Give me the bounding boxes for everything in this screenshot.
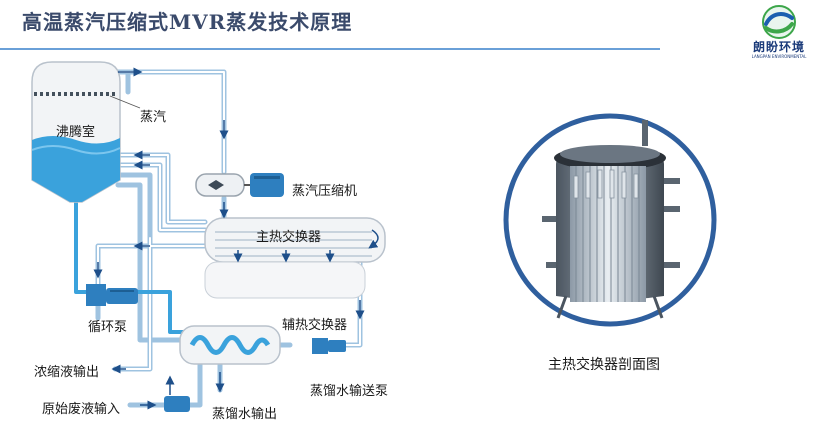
label-main-exchanger: 主热交换器 xyxy=(256,230,322,245)
label-aux-exchanger: 辅热交换器 xyxy=(282,318,348,333)
distilled-water-pump xyxy=(312,338,346,354)
label-distilled-pump: 蒸馏水输送泵 xyxy=(310,384,389,399)
compressor-unit xyxy=(195,173,284,197)
page-title: 高温蒸汽压缩式MVR蒸发技术原理 xyxy=(22,10,353,34)
logo-name: 朗盼环境 xyxy=(752,40,805,54)
feed-pump xyxy=(164,396,190,412)
evaporator-vessel xyxy=(31,61,121,203)
aux-heat-exchanger xyxy=(179,325,281,365)
label-steam: 蒸汽 xyxy=(140,110,167,125)
company-logo-icon xyxy=(762,5,796,39)
label-cross-section: 主热交换器剖面图 xyxy=(548,357,660,373)
label-boiling-chamber: 沸腾室 xyxy=(56,125,96,140)
label-concentrate-out: 浓缩液输出 xyxy=(34,365,100,380)
circulation-pump xyxy=(86,284,138,306)
flow-arrows xyxy=(93,67,365,410)
label-compressor: 蒸汽压缩机 xyxy=(292,184,358,199)
cross-section-view xyxy=(503,113,717,327)
leader-lines xyxy=(109,95,141,109)
title-divider xyxy=(0,48,660,50)
label-circulation-pump: 循环泵 xyxy=(88,320,128,335)
label-feed-in: 原始废液输入 xyxy=(42,402,121,417)
logo-subtitle: LANGPAN ENVIRONMENTAL xyxy=(751,54,807,59)
label-distilled-out: 蒸馏水输出 xyxy=(212,407,278,422)
main-heat-exchanger xyxy=(204,217,386,299)
